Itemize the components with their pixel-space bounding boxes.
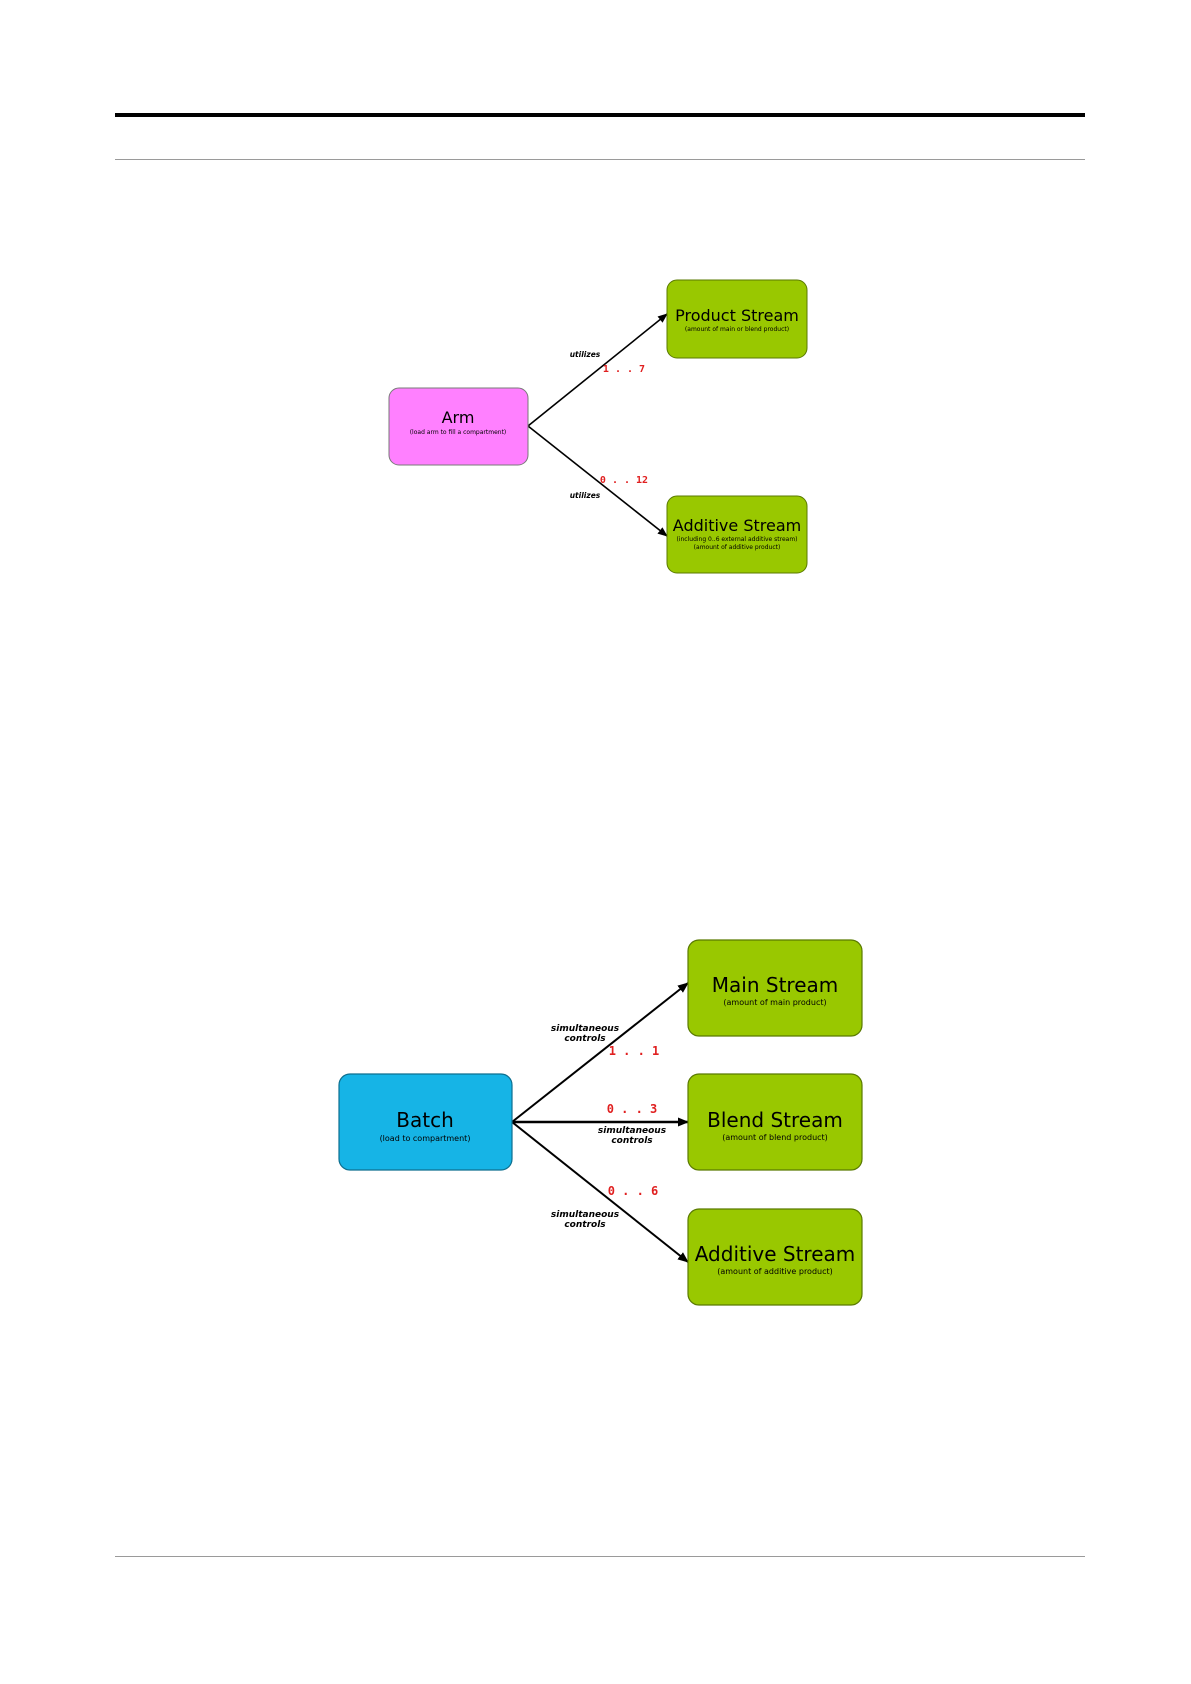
node-blend-stream-title: Blend Stream (707, 1108, 843, 1132)
header-rule-thin (115, 159, 1085, 160)
edge-batch-to-main-multiplicity: 1 . . 1 (609, 1044, 660, 1058)
node-product-stream-box (666, 279, 808, 359)
node-batch-title: Batch (396, 1108, 454, 1132)
edge-arm-to-product: utilizes 1 . . 7 (527, 313, 668, 427)
edge-arm-to-additive: 0 . . 12 utilizes (527, 425, 668, 537)
edge-batch-to-main-label-2: controls (564, 1034, 606, 1044)
node-batch: Batch (load to compartment) (338, 1073, 513, 1171)
node-arm-box (388, 387, 529, 466)
node-arm: Arm (load arm to fill a compartment) (388, 387, 529, 466)
node-product-stream-subtitle: (amount of main or blend product) (685, 326, 789, 333)
edge-arm-to-additive-line (527, 425, 668, 537)
node-additive-stream-2: Additive Stream (amount of additive prod… (687, 1208, 863, 1306)
node-additive-stream-2-subtitle: (amount of additive product) (717, 1267, 833, 1276)
edge-arm-to-product-multiplicity: 1 . . 7 (603, 364, 645, 375)
node-blend-stream-subtitle: (amount of blend product) (722, 1133, 828, 1142)
header-rule-thick (115, 113, 1085, 117)
node-additive-stream-2-title: Additive Stream (695, 1242, 856, 1266)
edge-batch-to-main: simultaneous controls 1 . . 1 (511, 982, 689, 1123)
node-additive-stream-1: Additive Stream (including 0..6 external… (666, 495, 808, 574)
node-blend-stream: Blend Stream (amount of blend product) (687, 1073, 863, 1171)
edge-batch-to-additive-multiplicity: 0 . . 6 (608, 1184, 659, 1198)
edge-batch-to-blend: 0 . . 3 simultaneous controls (512, 1102, 689, 1146)
edge-arm-to-additive-multiplicity: 0 . . 12 (600, 475, 648, 486)
edge-batch-to-additive-label-2: controls (564, 1220, 606, 1230)
node-main-stream-title: Main Stream (712, 973, 838, 997)
arm-stream-diagram: utilizes 1 . . 7 0 . . 12 utilizes Arm (… (388, 279, 808, 574)
node-batch-box (338, 1073, 513, 1171)
edge-batch-to-blend-label-1: simultaneous (598, 1126, 667, 1136)
edge-arm-to-additive-label: utilizes (570, 491, 601, 500)
edge-batch-to-blend-label-2: controls (611, 1136, 653, 1146)
node-arm-subtitle: (load arm to fill a compartment) (410, 429, 507, 436)
edge-arm-to-product-label: utilizes (570, 350, 601, 359)
node-additive-stream-2-box (687, 1208, 863, 1306)
node-blend-stream-box (687, 1073, 863, 1171)
edge-batch-to-main-label-1: simultaneous (551, 1024, 620, 1034)
node-additive-stream-1-subtitle-1: (including 0..6 external additive stream… (676, 536, 797, 543)
node-product-stream: Product Stream (amount of main or blend … (666, 279, 808, 359)
node-batch-subtitle: (load to compartment) (380, 1134, 471, 1143)
node-main-stream-subtitle: (amount of main product) (723, 998, 826, 1007)
edge-batch-to-blend-multiplicity: 0 . . 3 (607, 1102, 658, 1116)
edge-batch-to-main-line (511, 982, 689, 1123)
edge-arm-to-product-line (527, 313, 668, 427)
edge-batch-to-additive-line (511, 1121, 689, 1263)
edge-batch-to-additive: 0 . . 6 simultaneous controls (511, 1121, 689, 1263)
footer-rule-thin (115, 1556, 1085, 1557)
node-additive-stream-1-subtitle-2: (amount of additive product) (694, 544, 781, 551)
edge-batch-to-additive-label-1: simultaneous (551, 1210, 620, 1220)
node-main-stream: Main Stream (amount of main product) (687, 939, 863, 1037)
node-arm-title: Arm (442, 408, 475, 427)
node-main-stream-box (687, 939, 863, 1037)
node-additive-stream-1-box (666, 495, 808, 574)
node-additive-stream-1-title: Additive Stream (673, 516, 801, 535)
node-product-stream-title: Product Stream (675, 306, 799, 325)
